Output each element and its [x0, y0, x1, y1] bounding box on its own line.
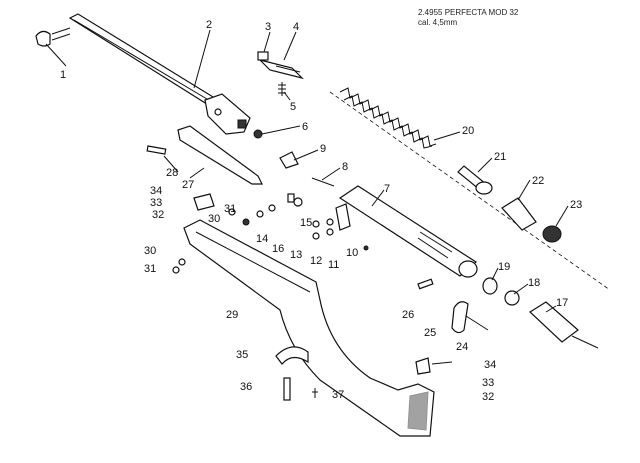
caliber-label: cal. 4,5mm: [418, 18, 458, 27]
barrel-part: [68, 13, 251, 135]
compression-tube-part: [338, 185, 478, 278]
trigger-block-part: [482, 277, 599, 349]
part-label-8: 8: [342, 161, 348, 173]
part-label-3: 3: [265, 21, 271, 33]
stock-fittings-lower: [415, 357, 453, 375]
part-label-31-upper: 31: [224, 203, 236, 215]
cocking-lever-part: [146, 125, 263, 185]
part-label-10: 10: [346, 247, 358, 259]
part-label-34-lower: 34: [484, 359, 496, 371]
part-label-29: 29: [226, 309, 238, 321]
part-label-18: 18: [528, 277, 540, 289]
leader-lines: [45, 29, 569, 313]
part-label-6: 6: [302, 121, 308, 133]
model-title: 2.4955 PERFECTA MOD 32: [418, 8, 519, 17]
mainspring-part: [339, 87, 437, 149]
part-label-28: 28: [166, 167, 178, 179]
trigger-part: [417, 278, 489, 334]
part-label-21: 21: [494, 151, 506, 163]
part-label-37: 37: [332, 389, 344, 401]
part-label-16: 16: [272, 243, 284, 255]
nut-part: [253, 129, 263, 139]
part-label-13: 13: [290, 249, 302, 261]
part-label-32-upper: 32: [152, 209, 164, 221]
part-label-7: 7: [384, 183, 390, 195]
part-label-22: 22: [532, 175, 544, 187]
part-label-19: 19: [498, 261, 510, 273]
part-label-17: 17: [556, 297, 568, 309]
part-label-32-lower: 32: [482, 391, 494, 403]
part-label-27: 27: [182, 179, 194, 191]
part-label-31-lower: 31: [144, 263, 156, 275]
stock-fittings-upper: [172, 193, 250, 274]
part-label-24: 24: [456, 341, 468, 353]
part-label-4: 4: [293, 21, 299, 33]
part-label-33-lower: 33: [482, 377, 494, 389]
part-label-20: 20: [462, 125, 474, 137]
part-label-30-lower: 30: [144, 245, 156, 257]
stock-part: [183, 219, 435, 437]
small-parts-cluster: [256, 151, 369, 251]
part-label-34-upper: 34: [150, 185, 162, 197]
part-label-2: 2: [206, 19, 212, 31]
part-label-25: 25: [424, 327, 436, 339]
part-label-12: 12: [310, 255, 322, 267]
part-label-33-upper: 33: [150, 197, 162, 209]
piston-part: [457, 165, 493, 195]
part-label-26: 26: [402, 309, 414, 321]
part-label-11: 11: [328, 259, 339, 271]
part-label-23: 23: [570, 199, 582, 211]
piston-seal-part: [501, 197, 562, 243]
diagram-title-block: 2.4955 PERFECTA MOD 32 cal. 4,5mm: [418, 8, 518, 28]
part-label-15: 15: [300, 217, 312, 229]
part-label-1: 1: [60, 69, 66, 81]
rear-sight-part: [257, 51, 304, 96]
part-label-9: 9: [320, 143, 326, 155]
front-sight-part: [35, 27, 71, 47]
part-labels: 1 2 3 4 5 6 7 8 9 10 11 12 13 14 15 16 1…: [60, 19, 582, 403]
part-label-35: 35: [236, 349, 248, 361]
part-label-30-upper: 30: [208, 213, 220, 225]
part-label-36: 36: [240, 381, 252, 393]
part-label-14: 14: [256, 233, 268, 245]
part-label-5: 5: [290, 101, 296, 113]
trigger-guard-part: [275, 346, 318, 401]
